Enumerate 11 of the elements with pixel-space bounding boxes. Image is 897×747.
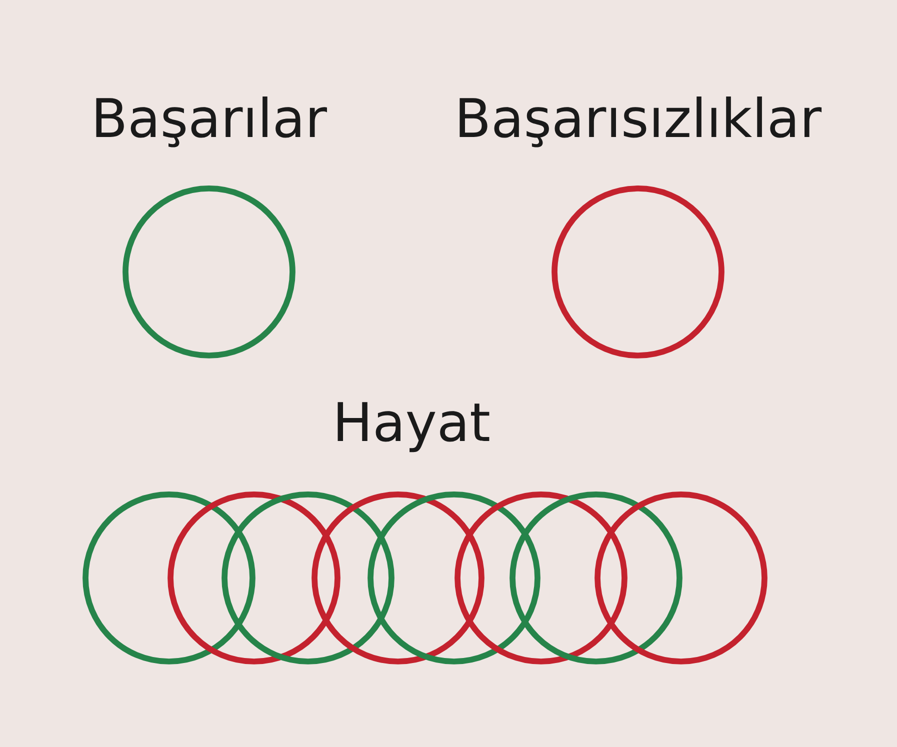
ring <box>594 492 768 664</box>
heading: Hayat <box>338 402 490 452</box>
ring <box>454 492 628 664</box>
ring <box>168 492 340 664</box>
heading: Başarısızlıklar <box>460 96 822 148</box>
heading: Başarılar <box>96 96 327 148</box>
ring <box>82 492 256 664</box>
ring <box>368 492 540 664</box>
ring <box>312 492 484 664</box>
ring <box>222 492 394 664</box>
ring <box>510 492 682 664</box>
